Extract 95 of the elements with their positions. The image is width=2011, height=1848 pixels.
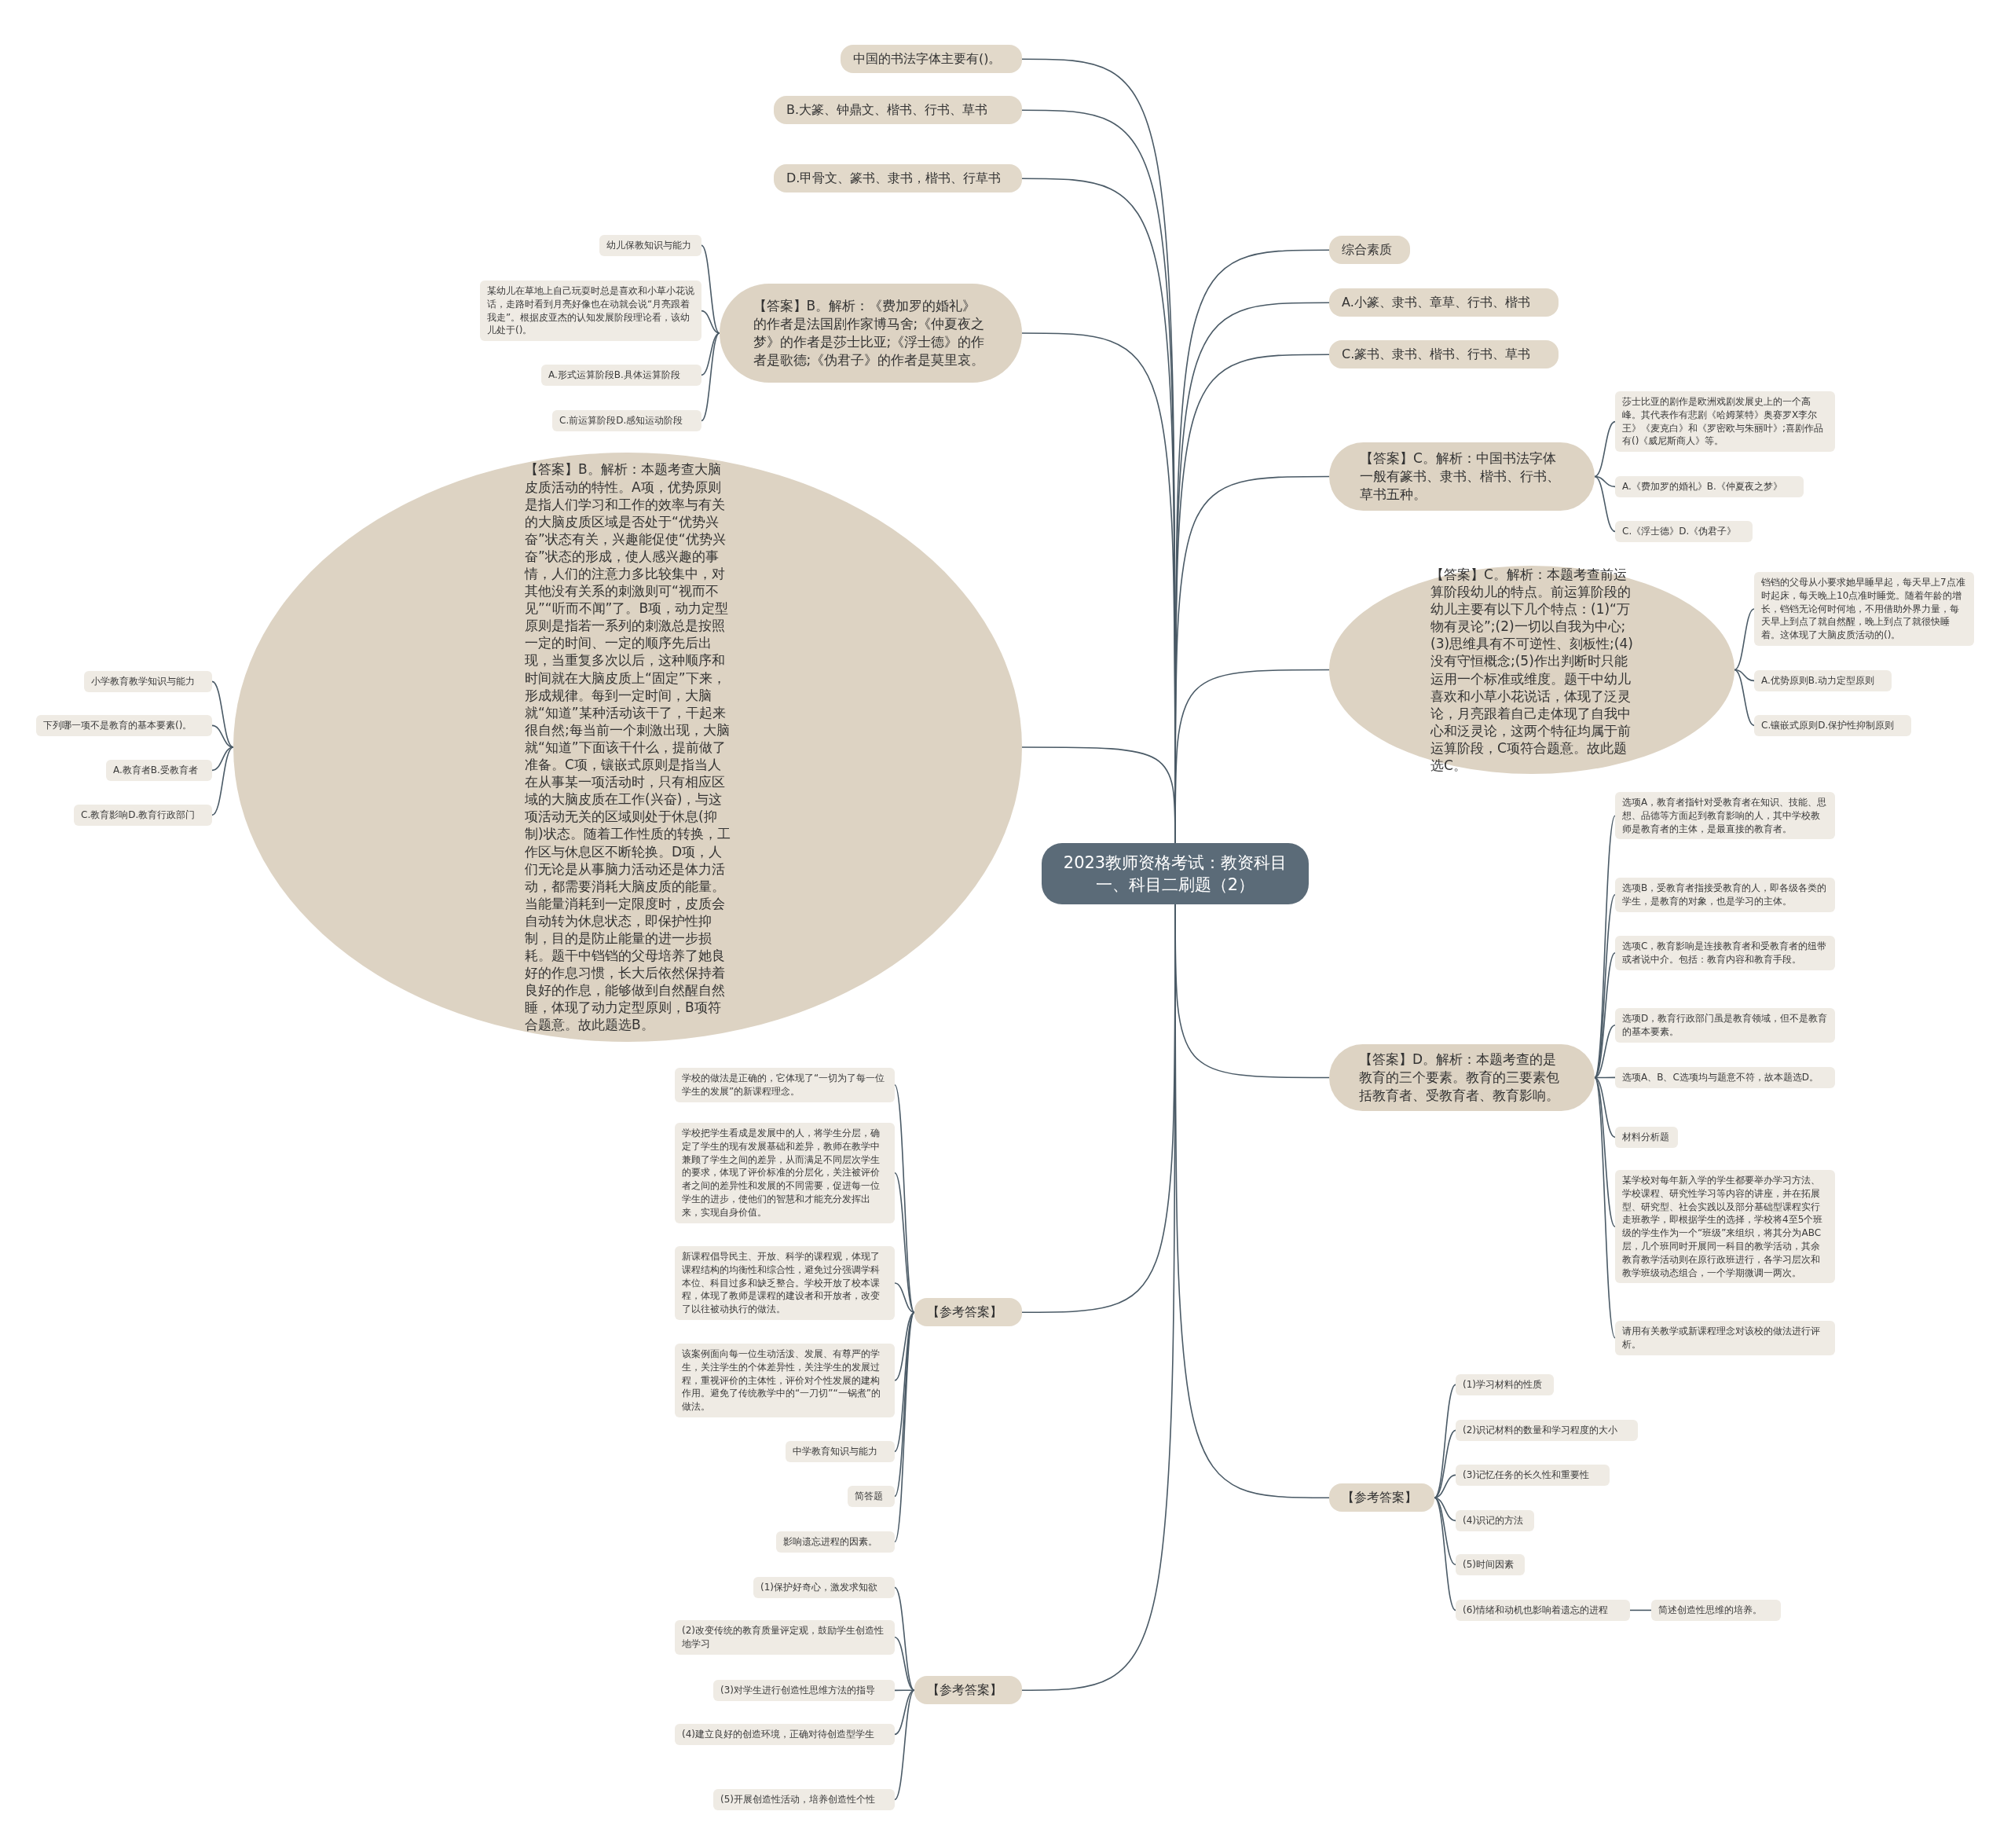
subtopic-box: (4)建立良好的创造环境，正确对待创造型学生 xyxy=(675,1724,895,1745)
subtopic-box: 选项B，受教育者指接受教育的人，即各级各类的学生，是教育的对象，也是学习的主体。 xyxy=(1615,878,1835,912)
connector-line xyxy=(1594,1076,1616,1079)
subtopic-box: 选项A、B、C选项均与题意不符，故本题选D。 xyxy=(1615,1067,1835,1088)
topic-box: 【参考答案】 xyxy=(914,1676,1022,1705)
connector-line xyxy=(1594,475,1616,533)
topic-box: 【参考答案】 xyxy=(914,1298,1022,1327)
subtopic-box: (6)情绪和动机也影响着遗忘的进程 xyxy=(1456,1600,1630,1621)
central-topic: 2023教师资格考试：教资科目一、科目二刷题（2） xyxy=(1042,843,1309,904)
subtopic-box: 下列哪一项不是教育的基本要素()。 xyxy=(36,715,212,736)
connector-line xyxy=(1594,952,1616,1079)
connector-line xyxy=(894,1689,915,1692)
connector-line xyxy=(211,680,234,748)
connector-line xyxy=(894,1282,915,1313)
connector-line xyxy=(1434,1474,1456,1498)
subtopic-box: C.前运算阶段D.感知运动阶段 xyxy=(552,410,701,431)
subtopic-box: 幼儿保教知识与能力 xyxy=(599,235,701,256)
subtopic-box: A.教育者B.受教育者 xyxy=(106,760,212,781)
answer-pill: 【答案】D。解析：本题考查的是教育的三个要素。教育的三要素包括教育者、受教育者、教育影响。 xyxy=(1329,1044,1595,1111)
subtopic-box: (2)改变传统的教育质量评定观，鼓励学生创造性地学习 xyxy=(675,1620,895,1655)
subtopic-box: A.优势原则B.动力定型原则 xyxy=(1754,670,1892,691)
subtopic-box: 小学教育教学知识与能力 xyxy=(84,671,212,692)
topic-box: 【参考答案】 xyxy=(1329,1483,1434,1512)
subtopic-box: 某学校对每年新入学的学生都要举办学习方法、学校课程、研究性学习等内容的讲座，并在拓展型、研究型、社会实践以及部分基础型课程实行走班教学，即根据学生的选择，学校将4至5个班级的学生作为一个“班级”来组织，将其分为ABC层，几个班同时开展同一科目的教学活动，其余教育教学活动则在原行政班进行，各学习层次和教学班级动态组合，一个学期微调一两次。 xyxy=(1615,1170,1835,1284)
connector-line xyxy=(1594,1076,1616,1227)
subtopic-box: C.镶嵌式原则D.保护性抑制原则 xyxy=(1754,715,1911,736)
connector-line xyxy=(894,1084,915,1313)
subtopic-box: (1)学习材料的性质 xyxy=(1456,1374,1554,1395)
connector-line xyxy=(894,1311,915,1543)
subtopic-box: 该案例面向每一位生动活泼、发展、有尊严的学生，关注学生的个体差异性，关注学生的发展过程，重视评价的主体性，评价对个性发展的建构作用。避免了传统教学中的“一刀切”“一锅煮”的做法。 xyxy=(675,1344,895,1417)
subtopic-box: 选项C，教育影响是连接教育者和受教育者的纽带或者说中介。包括：教育内容和教育手段。 xyxy=(1615,936,1835,970)
connector-line xyxy=(1594,1025,1616,1079)
answer-ellipse: 【答案】B。解析：本题考查大脑皮质活动的特性。A项，优势原则是指人们学习和工作的效率与有关的大脑皮质区域是否处于“优势兴奋”状态有关，兴趣能促使“优势兴奋”状态的形成，使人感兴趣的事情，人们的注意力多比较集中，对其他没有关系的刺激则可“视而不见”“听而不闻”了。B项，动力定型原则是指若一系列的刺激总是按照一定的时间、一定的顺序先后出现，当重复多次以后，这种顺序和时间就在大脑皮质上“固定”下来，形成规律。每到一定时间，大脑就“知道”某种活动该干了，干起来很自然;每当前一个刺激出现，大脑就“知道”下面该干什么，提前做了准备。C项，镶嵌式原则是指当人在从事某一项活动时，只有相应区域的大脑皮质在工作(兴奋)，与这项活动无关的区域则处于休息(抑制)状态。随着工作性质的转换，工作区与休息区不断轮换。D项，人们无论是从事脑力活动还是体力活动，都需要消耗大脑皮质的能量。当能量消耗到一定限度时，皮质会自动转为休息状态，即保护性抑制，目的是防止能量的进一步损耗。题干中铛铛的父母培养了她良好的作息习惯，长大后依然保持着良好的作息，能够做到自然醒自然睡，体现了动力定型原则，B项符合题意。故此题选B。 xyxy=(233,453,1022,1042)
connector-line xyxy=(1594,1076,1616,1138)
connector-line xyxy=(1734,669,1755,727)
connector-line xyxy=(894,1172,915,1313)
connector-line xyxy=(894,1311,915,1381)
connector-line xyxy=(701,244,720,334)
connector-line xyxy=(701,332,720,376)
topic-box: A.小篆、隶书、章草、行书、楷书 xyxy=(1329,288,1559,317)
connector-line xyxy=(1434,1384,1456,1498)
subtopic-box: 请用有关教学或新课程理念对该校的做法进行评析。 xyxy=(1615,1321,1835,1355)
subtopic-box: C.教育影响D.教育行政部门 xyxy=(74,805,212,826)
subtopic-box: 材料分析题 xyxy=(1615,1127,1678,1148)
subtopic-box: (5)开展创造性活动，培养创造性个性 xyxy=(713,1789,895,1810)
connector-line xyxy=(701,332,720,422)
subtopic-box: (4)识记的方法 xyxy=(1456,1510,1534,1531)
subtopic-box: 选项A，教育者指针对受教育者在知识、技能、思想、品德等方面起到教育影响的人，其中学校教师是教育者的主体，是最直接的教育者。 xyxy=(1615,792,1835,840)
connector-line xyxy=(894,1586,915,1691)
connector-line xyxy=(1734,669,1755,682)
connector-line xyxy=(1594,420,1616,478)
subtopic-box: (3)对学生进行创造性思维方法的指导 xyxy=(713,1680,895,1701)
topic-box: 综合素质 xyxy=(1329,236,1410,265)
subtopic-box: 简述创造性思维的培养。 xyxy=(1651,1600,1781,1621)
connector-line xyxy=(894,1689,915,1736)
subtopic-box: 新课程倡导民主、开放、科学的课程观，体现了课程结构的均衡性和综合性，避免过分强调学科本位、科目过多和缺乏整合。学校开放了校本课程，体现了教师是课程的建设者和开放者，改变了以往被动执行的做法。 xyxy=(675,1246,895,1320)
subtopic-box: 铛铛的父母从小要求她早睡早起，每天早上7点准时起床，每天晚上10点准时睡觉。随着年龄的增长，铛铛无论何时何地，不用借助外界力量，每天早上到点了就自然醒，晚上到点了就很快睡着。这体现了大脑皮质活动的()。 xyxy=(1754,572,1974,646)
connector-line xyxy=(894,1311,915,1453)
subtopic-box: 学校把学生看成是发展中的人，将学生分层，确定了学生的现有发展基础和差异，教师在教学中兼顾了学生之间的差异，从而满足不同层次学生的要求，体现了评价标准的分层化，关注被评价者之间的差异性和发展的不同需要，促进每一位学生的进步，使他们的智慧和才能充分发挥出来，实现自身价值。 xyxy=(675,1123,895,1223)
subtopic-box: A.形式运算阶段B.具体运算阶段 xyxy=(541,365,701,386)
subtopic-box: 影响遗忘进程的因素。 xyxy=(776,1531,895,1553)
answer-pill: 【答案】B。解析：《费加罗的婚礼》的作者是法国剧作家博马舍;《仲夏夜之梦》的作者是莎士比亚;《浮士德》的作者是歌德;《伪君子》的作者是莫里哀。 xyxy=(720,284,1022,383)
connector-line xyxy=(211,724,234,748)
subtopic-box: C.《浮士德》D.《伪君子》 xyxy=(1615,521,1753,542)
subtopic-box: (5)时间因素 xyxy=(1456,1554,1525,1575)
connector-line xyxy=(894,1637,915,1691)
connector-line xyxy=(1629,1609,1652,1612)
connector-line xyxy=(1434,1429,1456,1498)
topic-box: D.甲骨文、篆书、隶书，楷书、行草书 xyxy=(774,164,1022,193)
connector-line xyxy=(211,746,234,816)
subtopic-box: 选项D，教育行政部门虽是教育领域，但不是教育的基本要素。 xyxy=(1615,1008,1835,1043)
subtopic-box: 莎士比亚的剧作是欧洲戏剧发展史上的一个高峰。其代表作有悲剧《哈姆莱特》奥赛罗X李尔王》《麦克白》和《罗密欧与朱丽叶》;喜剧作品有()《威尼斯商人》等。 xyxy=(1615,391,1835,453)
subtopic-box: (2)识记材料的数量和学习程度的大小 xyxy=(1456,1420,1638,1441)
subtopic-box: (3)记忆任务的长久性和重要性 xyxy=(1456,1465,1610,1486)
topic-box: B.大篆、钟鼎文、楷书、行书、草书 xyxy=(774,96,1022,125)
connector-line xyxy=(1434,1497,1456,1566)
connector-line xyxy=(1434,1497,1456,1522)
topic-box: 中国的书法字体主要有()。 xyxy=(841,45,1022,74)
connector-line xyxy=(1734,608,1755,671)
connector-line xyxy=(211,746,234,772)
connector-line xyxy=(894,1311,915,1498)
answer-pill: 【答案】C。解析：中国书法字体一般有篆书、隶书、楷书、行书、草书五种。 xyxy=(1329,442,1595,511)
subtopic-box: 学校的做法是正确的，它体现了“一切为了每一位学生的发展”的新课程理念。 xyxy=(675,1068,895,1102)
connector-line xyxy=(894,1689,915,1801)
subtopic-box: (1)保护好奇心，激发求知欲 xyxy=(753,1577,895,1598)
connector-line xyxy=(1594,1076,1616,1339)
subtopic-box: 简答题 xyxy=(848,1486,895,1507)
subtopic-box: 某幼儿在草地上自己玩耍时总是喜欢和小草小花说话，走路时看到月亮好像也在动就会说“月亮跟着我走”。根据皮亚杰的认知发展阶段理论看，该幼儿处于()。 xyxy=(480,280,701,342)
subtopic-box: 中学教育知识与能力 xyxy=(786,1441,895,1462)
connector-line xyxy=(701,310,720,334)
answer-ellipse: 【答案】C。解析：本题考查前运算阶段幼儿的特点。前运算阶段的幼儿主要有以下几个特点：(1)“万物有灵论”;(2)一切以自我为中心;(3)思维具有不可逆性、刻板性;(4)没有守恒概念;(5)作出判断时只能运用一个标准或维度。题干中幼儿喜欢和小草小花说话，体现了泛灵论，月亮跟着自己走体现了自我中心和泛灵论，这两个特征均属于前运算阶段，C项符合题意。故此题选C。 xyxy=(1329,566,1734,774)
connector-line xyxy=(1434,1497,1456,1612)
topic-box: C.篆书、隶书、楷书、行书、草书 xyxy=(1329,340,1559,369)
subtopic-box: A.《费加罗的婚礼》B.《仲夏夜之梦》 xyxy=(1615,476,1804,497)
connector-line xyxy=(1594,475,1616,488)
